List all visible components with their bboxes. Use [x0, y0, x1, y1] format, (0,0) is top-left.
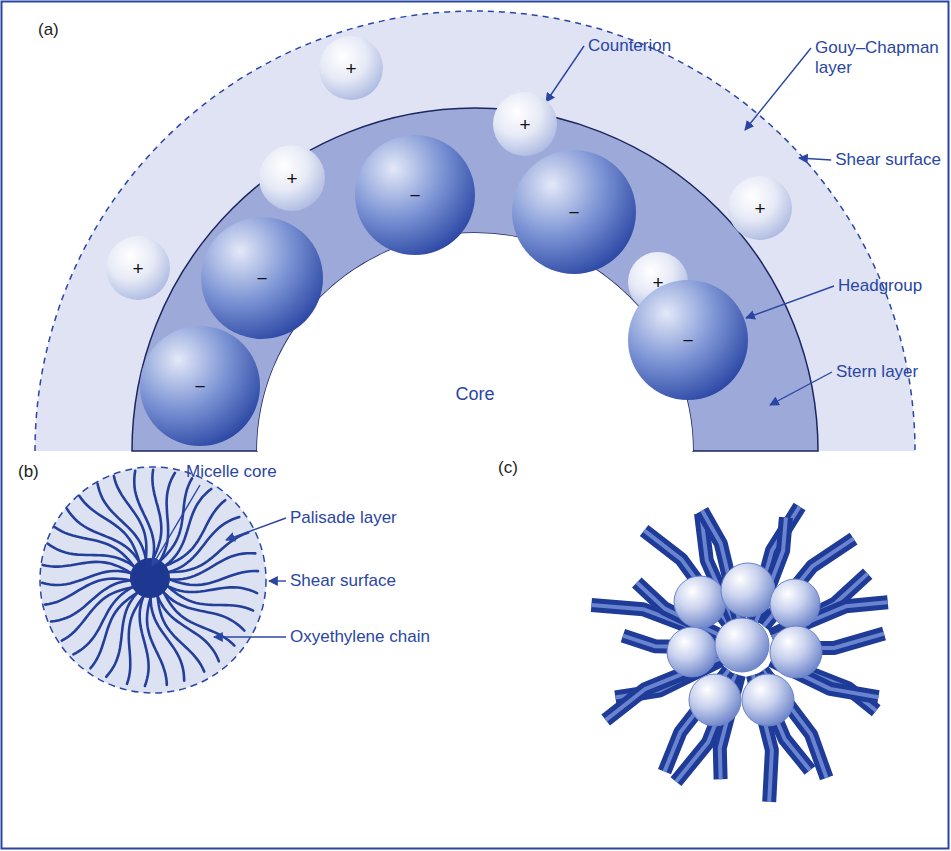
oxyethylene-chains: [42, 470, 258, 686]
cluster-sphere: [721, 563, 775, 617]
counterion-sphere: +: [106, 236, 170, 300]
panel-letter: (a): [38, 20, 59, 40]
charge-sign: −: [194, 377, 205, 396]
counterion-sphere: +: [728, 176, 792, 240]
cluster-sphere: [715, 618, 769, 672]
oxyethylene-chain: [134, 471, 154, 562]
oxyethylene-chain: [42, 571, 134, 585]
panel-letter: (b): [18, 462, 39, 482]
cluster-sphere: [674, 576, 726, 628]
leader-arrow: [770, 372, 832, 405]
charge-sign: −: [256, 269, 267, 288]
region-label: Core: [455, 384, 494, 405]
leader-arrow: [746, 286, 834, 318]
panel-letter: (c): [498, 458, 518, 478]
counterion-sphere: +: [319, 36, 383, 100]
outer-dashed-boundary: [35, 11, 915, 451]
counterion-sphere: +: [493, 92, 557, 156]
charge-sign: +: [345, 59, 356, 78]
cluster-sphere: [689, 674, 741, 726]
callout-label: Headgroup: [838, 276, 922, 296]
leader-arrow: [546, 46, 584, 102]
oxyethylene-chain: [45, 579, 134, 605]
oxyethylene-chain: [165, 533, 248, 573]
callout-label: Palisade layer: [290, 508, 397, 528]
oxyethylene-chain: [152, 470, 162, 562]
callout-label: Gouy–Chapman layer: [815, 38, 941, 78]
cluster-sphere: [770, 579, 820, 629]
oxyethylene-chain: [165, 584, 253, 611]
oxyethylene-chain: [51, 580, 134, 621]
oxyethylene-chain: [157, 478, 192, 563]
leader-arrow: [214, 636, 286, 637]
callout-label: Counterion: [588, 36, 671, 56]
cluster-sphere: [742, 674, 794, 726]
callout-label: Oxyethylene chain: [290, 627, 430, 647]
oxyethylene-chain: [43, 562, 135, 575]
charge-sign: +: [286, 169, 297, 188]
callout-label: Shear surface: [290, 571, 396, 591]
oxyethylene-chain: [151, 595, 185, 681]
charge-sign: −: [682, 331, 693, 350]
cluster-sphere: [667, 627, 717, 677]
headgroup-sphere: −: [201, 217, 323, 339]
counterion-sphere: +: [259, 145, 325, 211]
charge-sign: +: [519, 115, 530, 134]
headgroup-sphere: −: [355, 135, 475, 255]
surfactant-tails: [591, 507, 887, 802]
micelle-core-blob: [130, 558, 170, 598]
leader-arrow: [745, 48, 811, 130]
core-region: Core: [257, 233, 693, 451]
cluster-sphere: [770, 626, 822, 678]
headgroup-sphere: −: [140, 326, 260, 446]
charge-sign: +: [132, 259, 143, 278]
oxyethylene-chain: [140, 594, 149, 686]
stern-layer-band: [132, 108, 818, 451]
oxyethylene-chain: [167, 553, 256, 579]
leader-arrow: [799, 158, 831, 160]
leader-arrow: [226, 518, 286, 540]
charge-sign: +: [754, 199, 765, 218]
callout-label: Shear surface: [835, 150, 941, 170]
leader-arrow: [152, 485, 200, 566]
headgroup-sphere: −: [628, 280, 748, 400]
callout-label: Stern layer: [836, 362, 918, 382]
charge-sign: −: [568, 203, 579, 222]
charge-sign: −: [409, 186, 420, 205]
callout-label: Micelle core: [186, 462, 277, 482]
oxyethylene-chain: [127, 593, 146, 683]
oxyethylene-chain: [114, 476, 146, 563]
oxyethylene-chain: [165, 585, 257, 593]
micelle-outline: [40, 467, 266, 693]
leader-arrow: [269, 580, 286, 581]
oxyethylene-chain: [147, 594, 167, 685]
gouy-chapman-region: [35, 11, 915, 451]
headgroup-sphere: −: [512, 150, 636, 274]
headgroup-cluster: [667, 563, 822, 726]
